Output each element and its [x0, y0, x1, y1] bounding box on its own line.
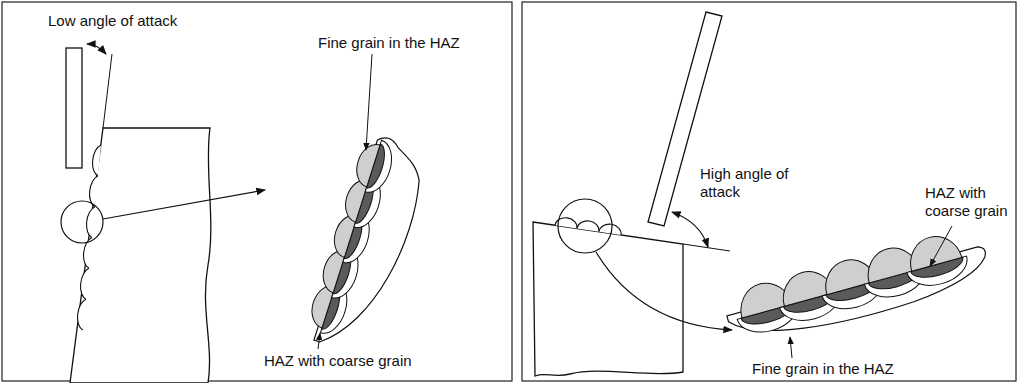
callout-label: Low angle of attack [48, 12, 177, 30]
angle-arrow [672, 212, 708, 247]
workpiece [533, 222, 683, 376]
workpiece [70, 128, 211, 383]
leader-line [318, 333, 320, 349]
panel-frame [2, 2, 512, 381]
callout-label: Fine grain in the HAZ [318, 34, 460, 52]
callout-label: Fine grain in the HAZ [752, 360, 894, 378]
extension-line [683, 244, 730, 251]
detail-circle [61, 201, 103, 243]
angle-arrow [87, 44, 106, 54]
leader-line [930, 226, 952, 266]
callout-label: High angle of attack [700, 165, 792, 201]
callout-label: HAZ with coarse grain [264, 352, 412, 370]
bead-detail [303, 132, 434, 358]
leader-line [790, 337, 792, 358]
electrode [66, 48, 82, 168]
detail-circle [558, 199, 612, 253]
detail-arrow [103, 190, 265, 219]
callout-label: HAZ with coarse grain [925, 184, 1013, 220]
detail-arrow [596, 252, 732, 330]
leader-line [366, 54, 372, 150]
extension-line [103, 54, 112, 128]
bead-detail [721, 224, 993, 352]
panel-frame [522, 2, 1016, 381]
weld-beads [78, 145, 101, 330]
